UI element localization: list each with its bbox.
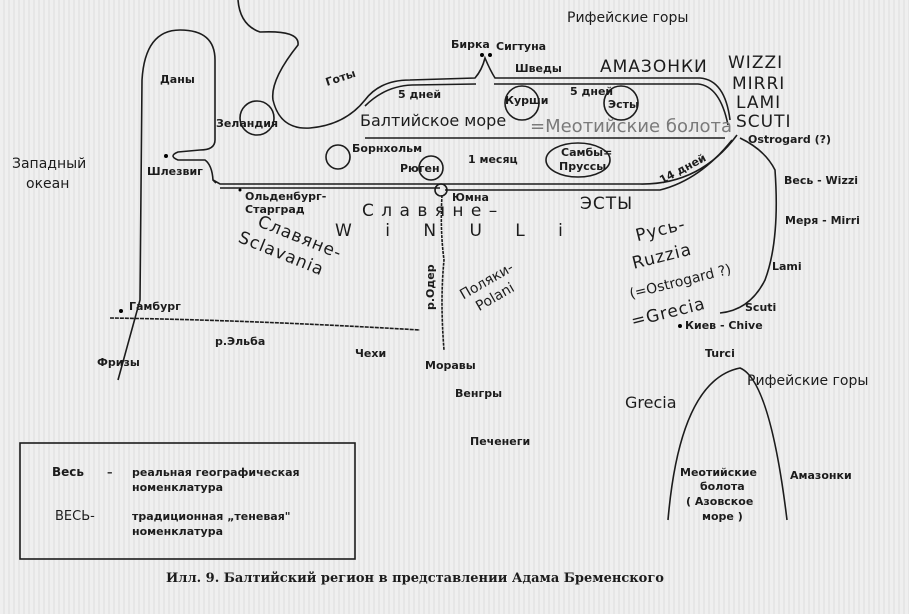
label-bornholm: Борнхольм bbox=[352, 142, 422, 155]
label-birka: Бирка bbox=[451, 38, 490, 51]
label-estonians-caps: ЭСТЫ bbox=[580, 194, 633, 214]
label-lami: LAMI bbox=[736, 93, 781, 113]
label-riphean-bottom: Рифейские горы bbox=[747, 373, 868, 389]
legend-row1-term: Весь bbox=[52, 465, 84, 479]
label-scuti-small: Scuti bbox=[745, 301, 776, 314]
label-western-ocean-1: Западный bbox=[12, 156, 86, 172]
label-jumne: Юмна bbox=[452, 191, 489, 204]
jutland-coast bbox=[117, 29, 217, 381]
label-month1: 1 месяц bbox=[468, 153, 518, 166]
label-slavs: С л а в я н е – bbox=[362, 201, 498, 221]
legend-row1-desc-1: реальная географическая bbox=[132, 466, 300, 479]
oder-river bbox=[440, 194, 445, 351]
label-azov-3: ( Азовское bbox=[686, 495, 753, 508]
label-frisians: Фризы bbox=[97, 356, 140, 369]
label-lami-small: Lami bbox=[772, 260, 802, 273]
label-oldenburg-1: Ольденбург- bbox=[245, 190, 326, 203]
label-zealand: Зеландия bbox=[216, 117, 278, 130]
label-merya-mirri: Меря - Mirri bbox=[785, 214, 860, 227]
label-swedes: Шведы bbox=[515, 62, 562, 75]
label-amazons: Амазонки bbox=[790, 469, 852, 482]
label-azov-1: Меотийские bbox=[680, 466, 757, 479]
legend-row1-dash: – bbox=[107, 466, 113, 479]
label-azov-4: море ) bbox=[702, 510, 743, 523]
label-estonians-island: Эсты bbox=[608, 98, 639, 111]
label-kiev: Киев - Chive bbox=[685, 319, 763, 332]
label-ves-wizzi: Весь - Wizzi bbox=[784, 174, 858, 187]
zealand-island bbox=[239, 100, 275, 136]
label-amazons-caps: АМАЗОНКИ bbox=[600, 57, 708, 77]
legend-row1-desc-2: номенклатура bbox=[132, 481, 223, 494]
label-rugen: Рюген bbox=[400, 162, 440, 175]
label-turci: Turci bbox=[705, 347, 735, 360]
maeotian-arc bbox=[667, 367, 788, 521]
label-western-ocean-2: океан bbox=[26, 176, 69, 192]
label-grecia: Grecia bbox=[625, 393, 677, 412]
oldenburg-dot bbox=[238, 188, 242, 192]
schleswig-dot bbox=[164, 154, 168, 158]
kiev-route bbox=[719, 137, 778, 314]
legend-row2-term: ВЕСЬ- bbox=[55, 509, 95, 524]
label-mirri: MIRRI bbox=[732, 74, 785, 94]
estonian-island bbox=[603, 85, 639, 121]
label-danes: Даны bbox=[160, 73, 195, 86]
label-maeotian: =Меотийские болота bbox=[530, 116, 732, 137]
jumne-marker bbox=[434, 183, 448, 197]
label-sambians-1: Самбы= bbox=[561, 146, 612, 159]
route-north bbox=[364, 83, 729, 126]
sigtuna-dot bbox=[488, 53, 492, 57]
label-pechenegs: Печенеги bbox=[470, 435, 530, 448]
label-schleswig: Шлезвиг bbox=[147, 165, 203, 178]
bornholm-island bbox=[325, 144, 351, 170]
label-riphean-top: Рифейские горы bbox=[567, 10, 688, 26]
kiev-dot bbox=[678, 324, 682, 328]
label-curonians: Курши bbox=[505, 94, 548, 107]
label-winuli: W i N U L i bbox=[335, 221, 577, 241]
sclavania-label-group: Славяне- Sclavania bbox=[235, 212, 344, 280]
legend-row2-desc-1: традиционная „теневая" bbox=[132, 510, 291, 523]
label-oder: р.Одер bbox=[424, 264, 437, 310]
hamburg-dot bbox=[119, 309, 123, 313]
poles-label-group: Поляки- Polani bbox=[457, 260, 517, 315]
legend-box bbox=[19, 442, 356, 560]
curonian-island bbox=[504, 85, 540, 121]
label-azov-2: болота bbox=[700, 480, 745, 493]
label-oldenburg-2: Старград bbox=[245, 203, 305, 216]
label-elbe: р.Эльба bbox=[215, 335, 265, 348]
sambia-region bbox=[545, 142, 611, 178]
figure-caption: Илл. 9. Балтийский регион в представлени… bbox=[166, 571, 664, 586]
label-wizzi: WIZZI bbox=[728, 53, 783, 73]
label-goths: Готы bbox=[324, 67, 357, 89]
rugen-island bbox=[418, 155, 444, 181]
label-sambians-2: Пруссы bbox=[559, 160, 606, 173]
legend-row2-desc-2: номенклатура bbox=[132, 525, 223, 538]
birka-dot bbox=[480, 53, 484, 57]
label-scuti: SCUTI bbox=[736, 112, 792, 132]
label-days5-b: 5 дней bbox=[570, 85, 613, 98]
label-hungarians: Венгры bbox=[455, 387, 502, 400]
scandinavia-coast bbox=[237, 0, 731, 129]
label-ostrogard: Ostrogard (?) bbox=[748, 133, 831, 146]
label-days5-a: 5 дней bbox=[398, 88, 441, 101]
label-sigtuna: Сигтуна bbox=[496, 40, 546, 53]
south-route bbox=[220, 139, 733, 191]
label-czechs: Чехи bbox=[355, 347, 386, 360]
label-hamburg: Гамбург bbox=[129, 300, 181, 313]
elbe-river bbox=[109, 317, 421, 331]
label-moravians: Моравы bbox=[425, 359, 476, 372]
label-baltic-sea: Балтийское море bbox=[360, 111, 506, 130]
